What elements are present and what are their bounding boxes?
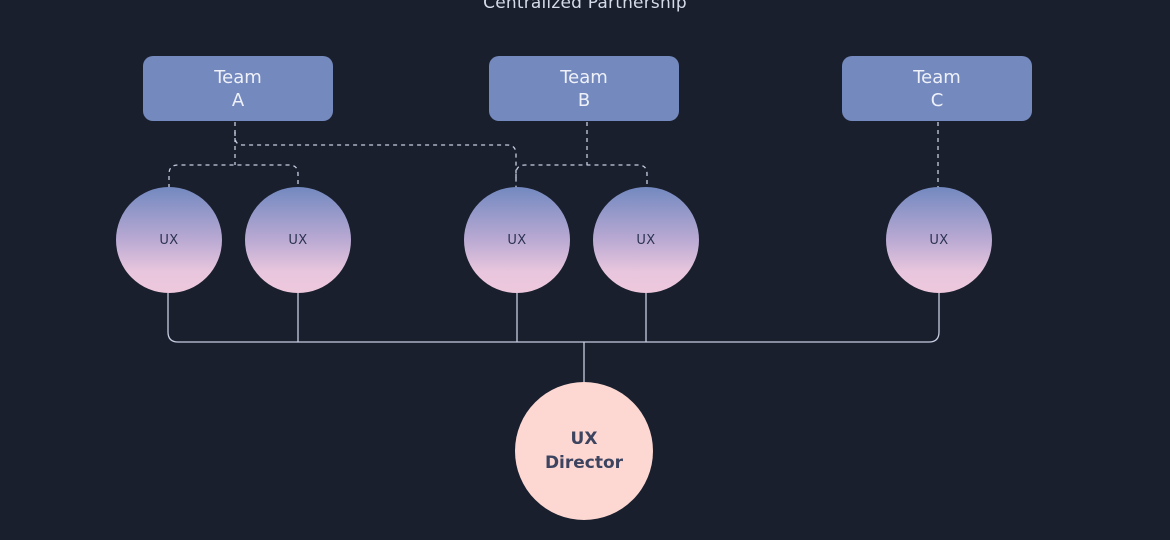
ux-node-3-label: UX — [507, 232, 527, 248]
ux-node-2-label: UX — [288, 232, 308, 248]
ux-director-line2: Director — [544, 453, 624, 473]
team-b-box: Team B — [489, 56, 679, 121]
director-bus-line — [167, 293, 940, 343]
team-a-letter: A — [231, 89, 245, 111]
ux-node-5: UX — [886, 187, 992, 293]
team-c-box: Team C — [842, 56, 1032, 121]
team-b-letter: B — [577, 89, 591, 111]
diagram-title: Centralized Partnership — [483, 0, 687, 13]
ux-director-node: UX Director — [515, 382, 653, 520]
team-a-box: Team A — [143, 56, 333, 121]
team-c-letter: C — [930, 89, 944, 111]
ux-node-4-label: UX — [636, 232, 656, 248]
team-a-cross-connector — [234, 132, 517, 188]
team-c-label: Team — [913, 66, 961, 88]
team-a-label: Team — [214, 66, 262, 88]
ux-node-2: UX — [245, 187, 351, 293]
ux-director-line1: UX — [570, 429, 598, 449]
team-a-branch — [168, 164, 299, 188]
ux-node-4: UX — [593, 187, 699, 293]
ux-node-3: UX — [464, 187, 570, 293]
ux-node-5-label: UX — [929, 232, 949, 248]
team-b-branch — [515, 164, 648, 188]
ux-node-1-label: UX — [159, 232, 179, 248]
ux-node-1: UX — [116, 187, 222, 293]
team-b-label: Team — [560, 66, 608, 88]
